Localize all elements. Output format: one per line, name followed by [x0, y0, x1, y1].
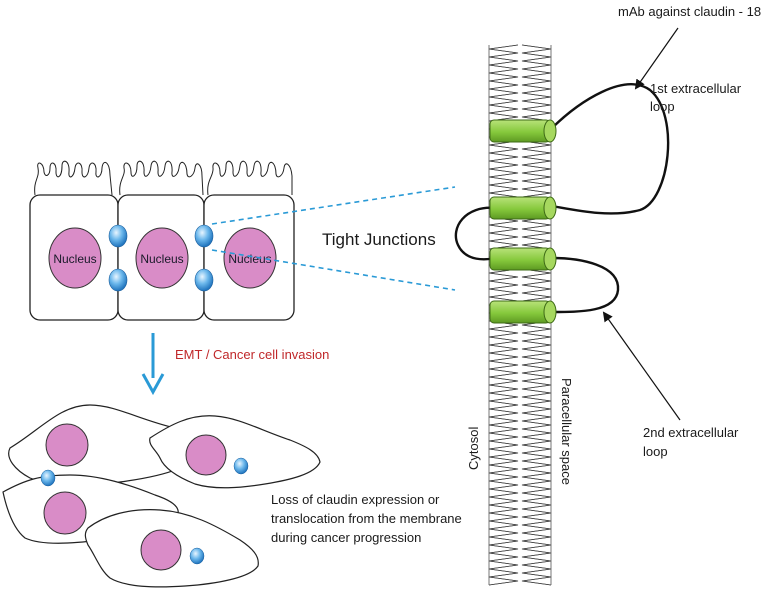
- nucleus-label-2: Nucleus: [140, 252, 183, 266]
- loss-label-line-1: Loss of claudin expression or: [271, 492, 440, 507]
- mesenchymal-nucleus-1: [45, 423, 89, 467]
- claudin-protein: [454, 83, 670, 324]
- loss-label-line-3: during cancer progression: [271, 530, 421, 545]
- paracellular-label: Paracellular space: [559, 378, 574, 485]
- loss-label-line-2: translocation from the membrane: [271, 511, 462, 526]
- loop2-label-line-2: loop: [643, 444, 668, 459]
- intracellular-loop: [454, 206, 497, 261]
- mab-arrow: [634, 27, 679, 90]
- cytosol-label: Cytosol: [466, 427, 481, 470]
- tm-segment-1: [489, 119, 557, 143]
- tm-segment-3: [489, 247, 557, 271]
- tight-junction-2b: [194, 268, 214, 292]
- nucleus-1: [48, 227, 102, 289]
- mesenchymal-cell-2: [149, 415, 321, 489]
- microvilli-cell-2: [119, 160, 204, 196]
- loop1-label-line-2: loop: [650, 99, 675, 114]
- microvilli-cell-1: [34, 160, 113, 196]
- extracellular-loop-2: [551, 256, 620, 314]
- nucleus-label-1: Nucleus: [53, 252, 96, 266]
- emt-label: EMT / Cancer cell invasion: [175, 347, 329, 362]
- tight-junctions-label: Tight Junctions: [322, 230, 436, 249]
- nucleus-2: [135, 227, 189, 289]
- loop2-arrow: [602, 311, 681, 421]
- mesenchymal-nucleus-2: [185, 434, 227, 476]
- tm-segment-2: [489, 196, 557, 220]
- mesenchymal-cells: [2, 404, 321, 588]
- claudin-dot-2: [233, 457, 249, 475]
- zoom-line-top: [211, 186, 456, 225]
- loop2-label-line-1: 2nd extracellular: [643, 425, 739, 440]
- microvilli-cell-3: [207, 160, 293, 196]
- mab-label: mAb against claudin - 18: [618, 4, 761, 19]
- claudin-dot-3: [189, 547, 205, 565]
- tm-segment-4: [489, 300, 557, 324]
- emt-arrow: [141, 333, 165, 396]
- loop1-label-line-1: 1st extracellular: [650, 81, 742, 96]
- claudin-dot-1: [40, 469, 56, 487]
- tight-junction-2a: [194, 224, 214, 248]
- epithelial-cells: Nucleus Nucleus Nucleus: [29, 160, 295, 321]
- tight-junction-1b: [108, 268, 128, 292]
- mesenchymal-nucleus-3: [43, 491, 87, 535]
- tight-junction-1a: [108, 224, 128, 248]
- mesenchymal-nucleus-4: [140, 529, 182, 571]
- nucleus-label-3: Nucleus: [228, 252, 271, 266]
- nucleus-3: [223, 227, 277, 289]
- extracellular-loop-1: [549, 83, 670, 215]
